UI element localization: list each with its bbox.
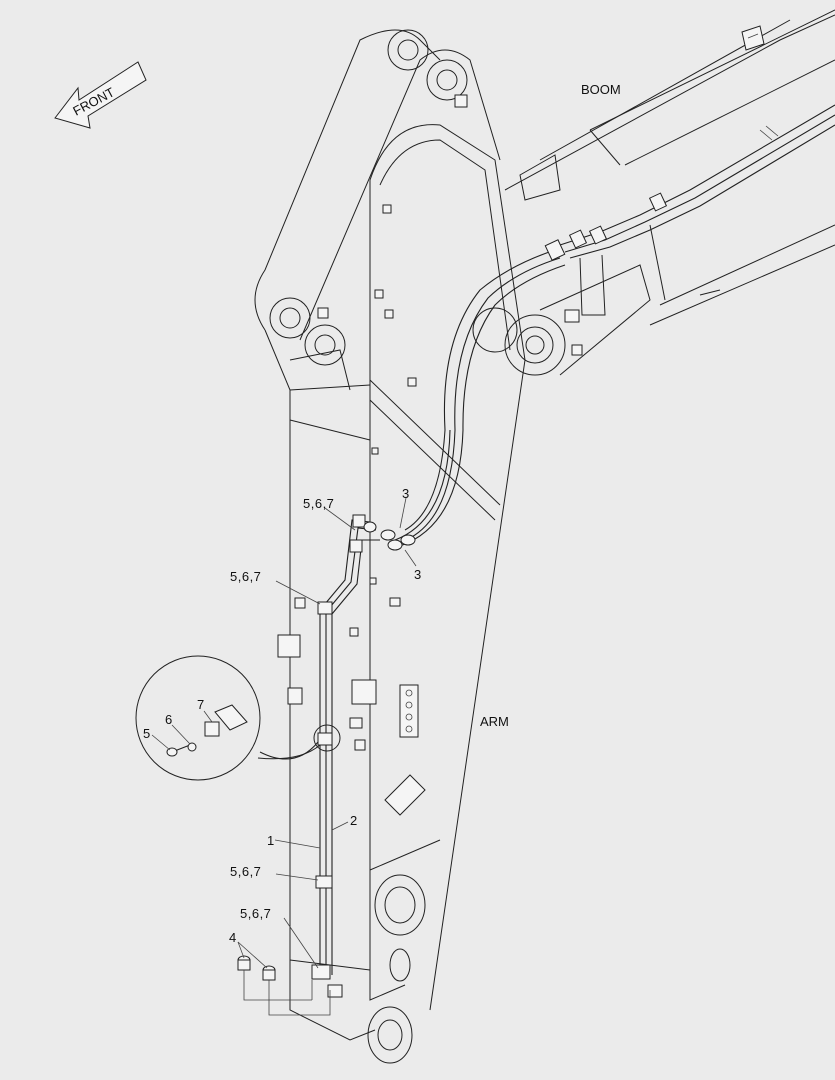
callout-2: 2 (350, 813, 357, 828)
callout-3-bottom: 3 (414, 567, 421, 582)
boom-structure (472, 9, 835, 376)
callout-5-6-7-bottom: 5,6,7 (240, 906, 271, 921)
pipe-assembly (311, 514, 416, 998)
hose-assembly (394, 104, 835, 547)
callout-1: 1 (267, 833, 274, 848)
plug-icons (237, 955, 331, 1016)
leader-lines (151, 497, 417, 969)
callout-5-6-7-upper: 5,6,7 (230, 569, 261, 584)
detail-callout-5: 5 (143, 726, 150, 741)
detail-callout-7: 7 (197, 697, 204, 712)
clamp-detail-view (135, 655, 341, 781)
callout-5-6-7-top: 5,6,7 (303, 496, 334, 511)
callout-4: 4 (229, 930, 236, 945)
arm-label: ARM (480, 714, 509, 729)
front-arrow-icon: FRONT (54, 61, 147, 129)
callout-5-6-7-lower: 5,6,7 (230, 864, 261, 879)
arm-structure (254, 29, 526, 1064)
callout-3-top: 3 (402, 486, 409, 501)
detail-callout-6: 6 (165, 712, 172, 727)
boom-label: BOOM (581, 82, 621, 97)
